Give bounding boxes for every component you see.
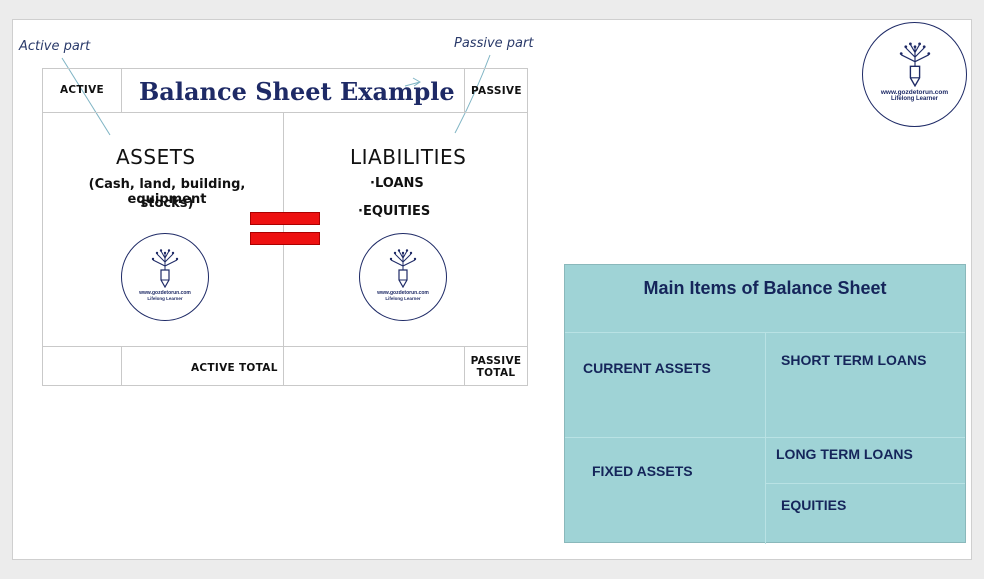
long-term-loans-label: LONG TERM LOANS	[776, 446, 913, 462]
equities-label: EQUITIES	[781, 497, 847, 513]
main-items-table: Main Items of Balance Sheet CURRENT ASSE…	[564, 264, 966, 544]
grid-line	[43, 112, 527, 113]
liabilities-item-loans: ·LOANS	[370, 176, 424, 191]
passive-part-annotation: Passive part	[454, 36, 534, 51]
logo-site: www.gozdetorun.com	[377, 290, 429, 296]
logo-corner: www.gozdetorun.com Lifelong Learner	[862, 22, 967, 127]
logo-liabilities: www.gozdetorun.com Lifelong Learner	[359, 233, 447, 321]
pencil-tree-icon	[151, 249, 179, 288]
grid-line	[565, 437, 965, 438]
active-total-label: ACTIVE TOTAL	[191, 362, 278, 374]
assets-detail-line1: (Cash, land, building, equipment	[88, 177, 246, 207]
logo-tagline: Lifelong Learner	[147, 296, 183, 301]
passive-total-label-line1: PASSIVE	[470, 355, 522, 367]
passive-total-label-line2: TOTAL	[476, 367, 516, 379]
balance-sheet-table: ACTIVE PASSIVE Balance Sheet Example ASS…	[42, 68, 528, 386]
logo-site: www.gozdetorun.com	[880, 89, 949, 96]
active-header: ACTIVE	[60, 84, 104, 96]
short-term-loans-label: SHORT TERM LOANS	[781, 352, 927, 368]
main-items-title: Main Items of Balance Sheet	[643, 278, 887, 298]
passive-header: PASSIVE	[471, 85, 522, 97]
passive-part-arrow	[454, 54, 491, 134]
fixed-assets-label: FIXED ASSETS	[592, 463, 693, 479]
logo-tagline: Lifelong Learner	[890, 96, 938, 102]
grid-line	[121, 346, 122, 386]
equals-bar-bottom	[250, 232, 320, 245]
logo-tagline: Lifelong Learner	[385, 296, 421, 301]
logo-assets: www.gozdetorun.com Lifelong Learner	[121, 233, 209, 321]
grid-line	[765, 332, 766, 544]
grid-line	[283, 112, 284, 386]
equals-bar-top	[250, 212, 320, 225]
liabilities-item-equities: ·EQUITIES	[358, 204, 431, 219]
grid-line	[121, 69, 122, 112]
assets-detail-line2: stocks)	[140, 196, 194, 211]
assets-heading: ASSETS	[116, 145, 196, 169]
grid-line	[464, 69, 465, 112]
balance-sheet-title: Balance Sheet Example	[139, 77, 455, 106]
title-arrow	[404, 77, 421, 87]
current-assets-label: CURRENT ASSETS	[583, 360, 711, 376]
logo-site: www.gozdetorun.com	[139, 290, 191, 296]
active-part-annotation: Active part	[19, 39, 91, 54]
active-part-arrow	[61, 57, 111, 136]
pencil-tree-icon	[389, 249, 417, 288]
grid-line	[43, 346, 527, 347]
grid-line	[765, 483, 965, 484]
grid-line	[464, 346, 465, 386]
liabilities-heading: LIABILITIES	[350, 145, 467, 169]
pencil-tree-icon	[899, 42, 930, 87]
